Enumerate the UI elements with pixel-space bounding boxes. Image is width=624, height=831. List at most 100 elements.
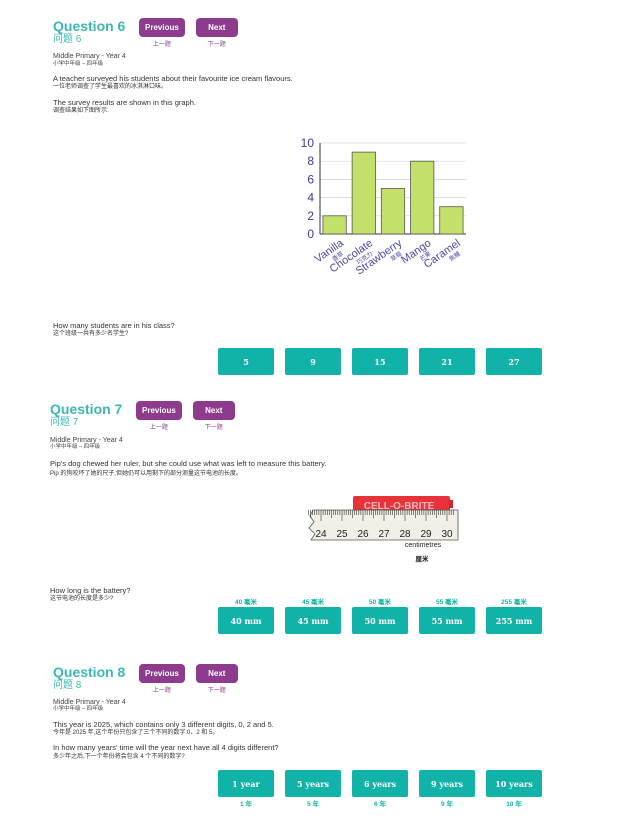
ruler xyxy=(308,509,459,541)
q8-text-2: In how many years' time will the year ne… xyxy=(53,743,279,752)
chart-bars xyxy=(322,151,464,235)
chart-y-tick-label: 6 xyxy=(307,172,314,186)
q7-answer-2-zh: 45 毫米 xyxy=(301,599,325,606)
q8-answer-3-zh: 6 年 xyxy=(374,801,386,808)
q6-answer-options: 5 9 15 21 27 xyxy=(218,348,542,375)
chart-bar-strawberry xyxy=(380,188,406,235)
q8-answer-5[interactable]: 10 years xyxy=(486,770,542,797)
q8-text-2-zh: 多少年之后,下一个年份将会包含 4 个不同的数字? xyxy=(53,754,185,760)
q8-answer-4-zh: 9 年 xyxy=(441,801,453,808)
q6-next-button[interactable]: Next xyxy=(195,18,238,37)
q6-text: A teacher surveyed his students about th… xyxy=(53,74,293,83)
ruler-number: 26 xyxy=(357,529,369,540)
q8-next-label-zh: 下一题 xyxy=(207,688,226,694)
q6-answer-3[interactable]: 15 xyxy=(352,348,408,375)
q8-title-zh: 问题 8 xyxy=(53,680,82,691)
q7-title-zh: 问题 7 xyxy=(50,417,79,428)
q6-question: How many students are in his class? xyxy=(53,321,175,330)
q6-previous-label-zh: 上一题 xyxy=(152,42,171,48)
q6-next-label-zh: 下一题 xyxy=(207,42,226,48)
bar-chart: 0 2 4 6 8 10 Vanilla香草Chocolate巧克力Strawberry草… xyxy=(301,136,466,278)
q7-answer-5-zh: 255 毫米 xyxy=(501,599,527,606)
q7-answer-4[interactable]: 55 mm xyxy=(419,607,475,634)
chart-y-tick-labels: 0 2 4 6 8 10 xyxy=(301,136,315,241)
ruler-number: 28 xyxy=(399,529,411,540)
q7-answer-5[interactable]: 255 mm xyxy=(486,607,542,634)
q6-question-zh: 这个班级一共有多少名学生? xyxy=(53,331,129,337)
q6-answer-1[interactable]: 5 xyxy=(218,348,274,375)
q7-previous-label-zh: 上一题 xyxy=(149,425,168,431)
q6-level-zh: 小学中年级 – 四年级 xyxy=(53,61,104,67)
battery xyxy=(353,496,450,512)
ruler-numbers: 24 25 26 27 28 29 30 xyxy=(315,529,453,540)
q8-text-zh: 今年是 2025 年,这个年份只包含了三个不同的数字:0、2 和 5。 xyxy=(53,730,219,736)
q7-answer-options: 40 毫米 40 mm 45 毫米 45 mm 50 毫米 50 mm 55 毫… xyxy=(218,598,542,634)
q8-answer-5-zh: 10 年 xyxy=(506,801,522,808)
q7-answer-1-zh: 40 毫米 xyxy=(234,599,258,606)
q8-level: Middle Primary - Year 4 xyxy=(53,699,126,706)
q8-previous-label-zh: 上一题 xyxy=(152,688,171,694)
q6-previous-button[interactable]: Previous xyxy=(139,18,185,37)
q6-level: Middle Primary - Year 4 xyxy=(53,53,126,60)
q6-header: Question 6 问题 6 Previous 上一题 Next 下一题 xyxy=(53,18,249,48)
q7-title: Question 7 xyxy=(50,401,123,417)
q6-title: Question 6 xyxy=(53,18,126,34)
ruler-unit-zh: 厘米 xyxy=(416,554,430,563)
q8-previous-button[interactable]: Previous xyxy=(139,664,185,683)
q8-title: Question 8 xyxy=(53,664,126,680)
q6-title-zh: 问题 6 xyxy=(53,34,82,45)
ruler-number: 24 xyxy=(315,529,327,540)
chart-bar-chocolate xyxy=(351,151,376,235)
battery-terminal xyxy=(449,500,453,508)
q7-text: Pip's dog chewed her ruler, but she coul… xyxy=(50,459,327,468)
q7-answer-4-zh: 55 毫米 xyxy=(435,599,459,606)
chart-y-tick-label: 4 xyxy=(307,191,314,205)
q8-answer-1-zh: 1 年 xyxy=(240,801,252,808)
chart-y-tick-label: 0 xyxy=(307,227,314,241)
q7-previous-button[interactable]: Previous xyxy=(136,401,182,420)
q7-question-zh: 这节电池的长度是多少? xyxy=(50,596,114,602)
q8-header: Question 8 问题 8 Previous 上一题 Next 下一题 xyxy=(53,664,249,694)
ruler-number: 25 xyxy=(336,529,348,540)
q6-text-zh: 一位老师调查了学生最喜欢的冰淇淋口味。 xyxy=(53,84,168,90)
chart-y-tick-label: 2 xyxy=(307,209,314,223)
q7-next-label-zh: 下一题 xyxy=(204,425,223,431)
chart-y-tick-label: 8 xyxy=(307,154,314,168)
chart-bar-caramel xyxy=(439,206,464,235)
chart-bar-vanilla xyxy=(322,215,347,235)
q6-answer-5[interactable]: 27 xyxy=(486,348,542,375)
chart-y-tick-label: 10 xyxy=(301,136,315,150)
q7-answer-2[interactable]: 45 mm xyxy=(285,607,341,634)
battery-label: CELL-O-BRITE xyxy=(364,501,435,512)
q7-level: Middle Primary - Year 4 xyxy=(50,437,123,444)
q7-level-zh: 小学中年级 – 四年级 xyxy=(50,444,101,450)
q8-answer-4[interactable]: 9 years xyxy=(419,770,475,797)
q8-text: This year is 2025, which contains only 3… xyxy=(53,720,274,729)
q7-answer-3-zh: 50 毫米 xyxy=(368,599,392,606)
ruler-number: 29 xyxy=(420,529,432,540)
q8-answer-1[interactable]: 1 year xyxy=(218,770,274,797)
q7-question: How long is the battery? xyxy=(50,586,131,595)
q8-answer-2-zh: 5 年 xyxy=(307,801,319,808)
q7-answer-1[interactable]: 40 mm xyxy=(218,607,274,634)
q7-text-zh: Pip 的狗咬坏了她的尺子,但她仍可以用剩下的部分测量这节电池的长度。 xyxy=(50,471,243,477)
ruler-unit: centimetres xyxy=(405,542,442,549)
q6-text-2: The survey results are shown in this gra… xyxy=(53,98,196,107)
ruler-number: 30 xyxy=(441,529,453,540)
chart-bar-mango xyxy=(410,160,435,235)
q7-next-button[interactable]: Next xyxy=(192,401,235,420)
q8-next-button[interactable]: Next xyxy=(195,664,238,683)
q6-text-2-zh: 调查结果如下图所示: xyxy=(53,108,109,114)
q8-answer-options: 1 year 1 年 5 years 5 年 6 years 6 年 9 yea… xyxy=(218,770,542,809)
q6-answer-4[interactable]: 21 xyxy=(419,348,475,375)
q8-level-zh: 小学中年级 – 四年级 xyxy=(53,706,104,712)
q8-answer-3[interactable]: 6 years xyxy=(352,770,408,797)
ruler-ticks xyxy=(308,510,454,521)
q8-answer-2[interactable]: 5 years xyxy=(285,770,341,797)
q6-answer-2[interactable]: 9 xyxy=(285,348,341,375)
q7-answer-3[interactable]: 50 mm xyxy=(352,607,408,634)
chart-x-tick-labels: Vanilla香草Chocolate巧克力Strawberry草莓Mango芒果… xyxy=(313,237,463,278)
q7-header: Question 7 问题 7 Previous 上一题 Next 下一题 xyxy=(50,401,246,431)
ruler-number: 27 xyxy=(378,529,390,540)
